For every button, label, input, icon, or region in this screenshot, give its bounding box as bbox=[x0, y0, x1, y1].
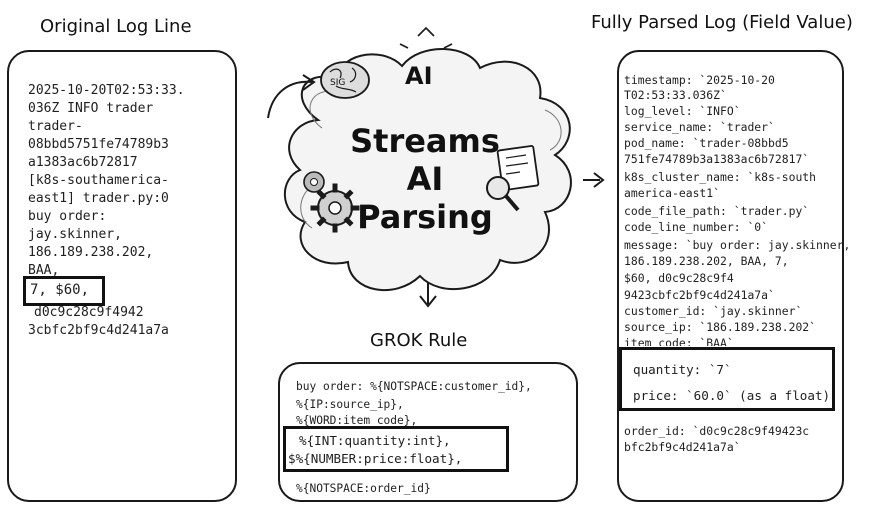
brain-label: SIG bbox=[330, 78, 346, 88]
field-line: source_ip: `186.189.238.202` bbox=[624, 320, 817, 334]
log-line: east1] trader.py:0 bbox=[28, 191, 169, 206]
field-line: code_file_path: `trader.py` bbox=[624, 204, 810, 218]
field-line: order_id: `d0c9c28c9f49423c bbox=[624, 424, 810, 438]
grok-line: buy order: %{NOTSPACE:customer_id}, bbox=[296, 380, 532, 393]
highlighted-values: 7, $60, bbox=[30, 282, 90, 298]
log-line: d0c9c28c9f4942 bbox=[34, 305, 144, 320]
field-line: 186.189.238.202, BAA, 7, bbox=[624, 254, 789, 268]
gear-icon-small bbox=[303, 171, 325, 193]
grok-line: %{WORD:item_code}, bbox=[296, 414, 418, 427]
gear-icon-large bbox=[310, 183, 360, 233]
grok-highlight-box bbox=[283, 426, 509, 472]
arrow-to-cloud bbox=[267, 80, 313, 119]
sparkle-icon bbox=[399, 26, 453, 49]
log-line: 2025-10-20T02:53:33. bbox=[28, 83, 185, 98]
brain-icon bbox=[320, 61, 370, 99]
original-log-heading: Original Log Line bbox=[40, 16, 192, 37]
parsed-highlight-box bbox=[619, 347, 835, 411]
document-search-icon bbox=[486, 145, 540, 212]
field-line: pod_name: `trader-08bbd5 bbox=[624, 136, 789, 150]
field-line: timestamp: `2025-10-20 bbox=[624, 73, 775, 87]
original-log-panel bbox=[7, 50, 237, 502]
field-line: america-east1` bbox=[624, 186, 721, 200]
field-line: service_name: `trader` bbox=[624, 120, 775, 134]
highlight-box-quantity-price bbox=[23, 276, 105, 306]
price-field: price: `60.0` (as a float) bbox=[633, 388, 831, 403]
field-line: customer_id: `jay.skinner` bbox=[624, 304, 803, 318]
log-line: 3cbfc2bf9c4d241a7a bbox=[28, 323, 169, 338]
field-line: bfc2bf9c4d241a7a` bbox=[624, 440, 741, 454]
field-line: item_code: `BAA` bbox=[624, 336, 734, 346]
parsed-log-heading: Fully Parsed Log (Field Value) bbox=[591, 12, 853, 33]
field-line: log_level: `INFO` bbox=[624, 104, 741, 118]
log-line: 036Z INFO trader bbox=[28, 101, 154, 116]
grok-line: %{NOTSPACE:order_id} bbox=[296, 482, 431, 495]
title-line-3: Parsing bbox=[357, 198, 493, 236]
field-line: 9423cbfc2bf9c4d241a7a` bbox=[624, 288, 775, 302]
field-line: code_line_number: `0` bbox=[624, 220, 769, 234]
title-line-2: AI bbox=[406, 160, 444, 198]
log-line: BAA, bbox=[28, 263, 60, 278]
field-line: $60, d0c9c28c9f4 bbox=[624, 271, 734, 285]
field-line: T02:53:33.036Z` bbox=[624, 88, 727, 102]
parsed-log-panel bbox=[617, 50, 844, 502]
field-line: k8s_cluster_name: `k8s-south bbox=[624, 170, 817, 184]
title-line-1: Streams bbox=[350, 122, 500, 160]
field-line: message: `buy order: jay.skinner, bbox=[624, 238, 851, 252]
quantity-field: quantity: `7` bbox=[633, 362, 732, 377]
log-line: 186.189.238.202, bbox=[28, 245, 154, 260]
log-line: [k8s-southamerica- bbox=[28, 173, 169, 188]
ai-badge: AI bbox=[405, 62, 433, 90]
grok-line: %{IP:source_ip}, bbox=[296, 398, 404, 411]
grok-highlight-line: $%{NUMBER:price:float}, bbox=[288, 451, 463, 466]
log-line: jay.skinner, bbox=[28, 227, 122, 242]
grok-rule-heading: GROK Rule bbox=[370, 330, 468, 351]
log-line: a1383ac6b72817 bbox=[28, 155, 138, 170]
grok-highlight-line: %{INT:quantity:int}, bbox=[299, 433, 451, 448]
log-line: buy order: bbox=[28, 209, 107, 224]
log-line: trader- bbox=[28, 119, 83, 134]
grok-rule-panel bbox=[278, 362, 578, 502]
field-line: 751fe74789b3a1383ac6b72817` bbox=[624, 152, 810, 166]
log-line: 08bbd5751fe74789b3 bbox=[28, 137, 169, 152]
